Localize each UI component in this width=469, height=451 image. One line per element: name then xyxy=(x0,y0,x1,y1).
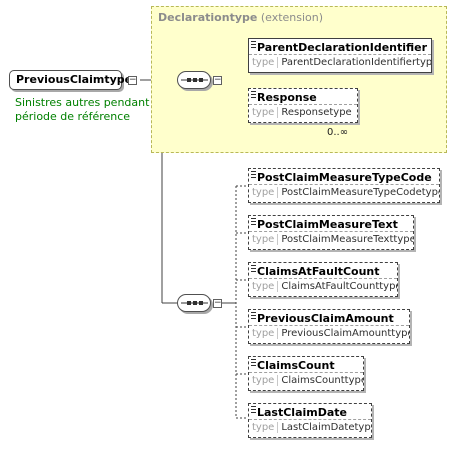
extension-title: Declarationtype (extension) xyxy=(158,11,323,24)
element-name: ParentDeclarationIdentifier xyxy=(257,41,428,54)
element-icon xyxy=(251,171,256,178)
root-documentation: Sinistres autres pendant période de réfé… xyxy=(15,96,150,123)
element-type: LastClaimDatetype xyxy=(281,422,371,433)
element-type: ParentDeclarationIdentifiertype xyxy=(281,57,431,68)
sequence-icon xyxy=(181,78,208,82)
element-type: PostClaimMeasureTypeCodetype xyxy=(281,187,439,198)
element-name: LastClaimDate xyxy=(257,406,348,419)
root-collapse-toggle[interactable]: − xyxy=(128,75,137,85)
type-keyword: type xyxy=(249,375,279,386)
element-name: PostClaimMeasureTypeCode xyxy=(257,171,432,184)
type-keyword: type xyxy=(249,187,279,198)
type-keyword: type xyxy=(249,328,279,339)
sequence-compositor-top[interactable] xyxy=(177,71,211,89)
element-icon xyxy=(251,265,256,272)
root-element[interactable]: PreviousClaimtype xyxy=(9,70,132,90)
element-type: ClaimsCounttype xyxy=(281,375,363,386)
element-name: ClaimsCount xyxy=(257,359,335,372)
extension-label: (extension) xyxy=(260,11,324,24)
element-name: PreviousClaimAmount xyxy=(257,312,394,325)
element-type: PostClaimMeasureTexttype xyxy=(281,234,413,245)
element-icon xyxy=(251,218,256,225)
element-icon xyxy=(251,359,256,366)
sequence-bottom-collapse-toggle[interactable]: − xyxy=(213,298,222,308)
element-name: ClaimsAtFaultCount xyxy=(257,265,380,278)
element-name: PostClaimMeasureText xyxy=(257,218,398,231)
element-icon xyxy=(251,91,256,98)
element-icon xyxy=(251,312,256,319)
element-name: Response xyxy=(257,91,317,104)
element-type: Responsetype xyxy=(281,107,352,118)
extension-base-name: Declarationtype xyxy=(158,11,258,24)
element-type: PreviousClaimAmounttype xyxy=(281,328,409,339)
element-icon xyxy=(251,41,256,48)
type-keyword: type xyxy=(249,107,279,118)
type-keyword: type xyxy=(249,422,279,433)
occurrence-label: 0..∞ xyxy=(327,127,349,138)
type-keyword: type xyxy=(249,281,279,292)
sequence-compositor-bottom[interactable] xyxy=(177,294,211,312)
element-type: ClaimsAtFaultCounttype xyxy=(281,281,397,292)
type-keyword: type xyxy=(249,234,279,245)
element-icon xyxy=(251,406,256,413)
sequence-top-collapse-toggle[interactable]: − xyxy=(213,75,222,85)
type-keyword: type xyxy=(249,57,279,68)
sequence-icon xyxy=(181,301,208,305)
